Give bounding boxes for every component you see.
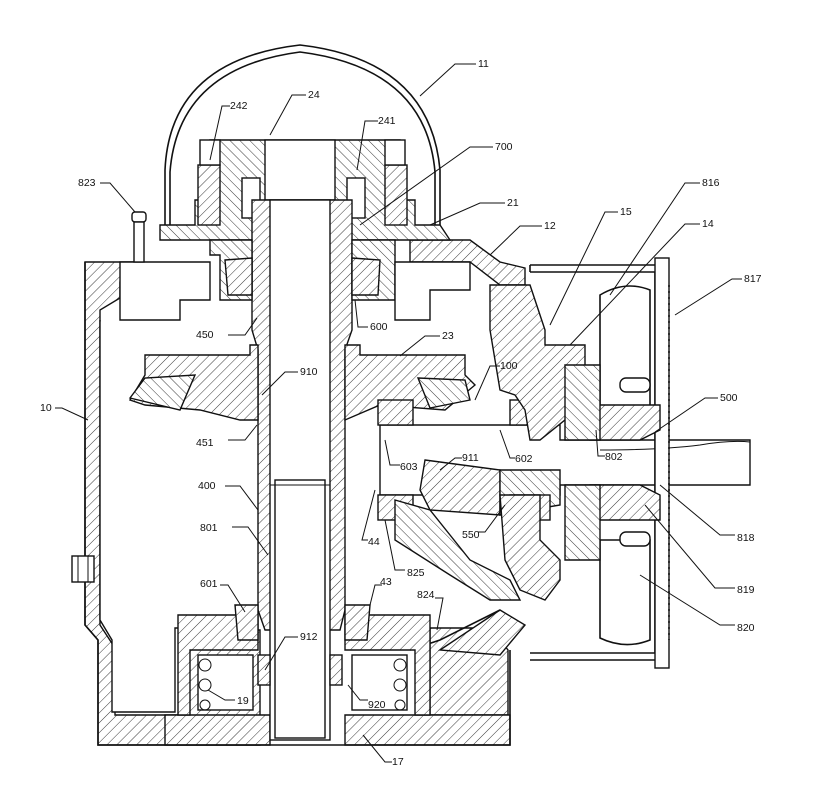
label-11: 11: [478, 58, 489, 70]
upper-bearing-housing: [119, 239, 471, 321]
label-802: 802: [605, 451, 623, 463]
label-24: 24: [308, 89, 320, 101]
label-602: 602: [515, 453, 533, 465]
label-825: 825: [407, 567, 425, 579]
label-400: 400: [198, 480, 216, 492]
label-12: 12: [544, 220, 556, 232]
label-819: 819: [737, 584, 755, 596]
label-601: 601: [200, 578, 218, 590]
fan-impeller: [564, 285, 661, 646]
label-43: 43: [380, 576, 392, 588]
label-21: 21: [507, 197, 519, 209]
label-44: 44: [368, 536, 380, 548]
label-241: 241: [378, 115, 396, 127]
label-550: 550: [462, 529, 480, 541]
label-700: 700: [495, 141, 513, 153]
lower-bearing-carrier: [177, 604, 431, 716]
label-912: 912: [300, 631, 318, 643]
label-242: 242: [230, 100, 248, 112]
label-451: 451: [196, 437, 214, 449]
label-600: 600: [370, 321, 388, 333]
dome-cover: [164, 44, 441, 225]
drain-plug: [71, 555, 95, 583]
breather: [131, 211, 147, 263]
label-818: 818: [737, 532, 755, 544]
label-603: 603: [400, 461, 418, 473]
label-817: 817: [744, 273, 762, 285]
label-816: 816: [702, 177, 720, 189]
label-15: 15: [620, 206, 632, 218]
label-17: 17: [392, 756, 404, 768]
label-450: 450: [196, 329, 214, 341]
side-housing: [394, 284, 586, 656]
label-500: 500: [720, 392, 738, 404]
label-14: 14: [702, 218, 714, 230]
stud-right: [384, 164, 408, 226]
label-801: 801: [200, 522, 218, 534]
label-19: 19: [237, 695, 249, 707]
label-100: 100: [500, 360, 518, 372]
label-23: 23: [442, 330, 454, 342]
fan-shroud: [529, 257, 670, 669]
vertical-shaft: [251, 199, 353, 741]
label-910: 910: [300, 366, 318, 378]
callout-labels: 11 24 242 241 700 823 21 12 15 816 14 81…: [40, 58, 762, 768]
label-911: 911: [462, 452, 479, 464]
label-10: 10: [40, 402, 52, 414]
label-920: 920: [368, 699, 386, 711]
stud-left: [197, 164, 221, 226]
label-823: 823: [78, 177, 96, 189]
label-820: 820: [737, 622, 755, 634]
label-824: 824: [417, 589, 435, 601]
